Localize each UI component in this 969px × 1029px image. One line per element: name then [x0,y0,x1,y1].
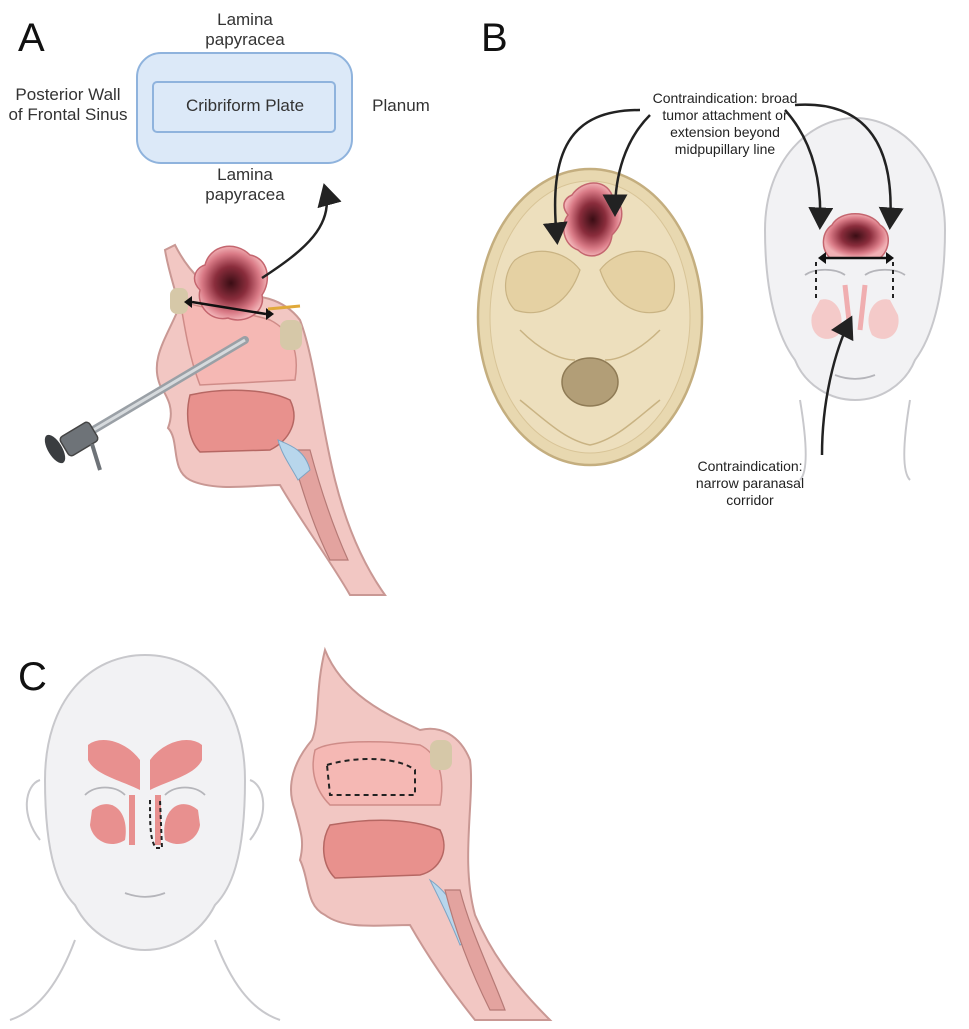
label-contra-narrow: Contraindication: narrow paranasal corri… [680,458,820,509]
label-cribriform-plate: Cribriform Plate [160,96,330,116]
panel-b-letter: B [481,16,508,61]
sagittal-head-icon-c [291,650,550,1020]
face-icon [765,118,945,480]
curve-arrow-a [262,188,327,278]
face-icon-c [10,655,280,1020]
label-contra-broad: Contraindication: broad tumor attachment… [650,90,800,158]
panel-c-letter: C [18,655,47,700]
